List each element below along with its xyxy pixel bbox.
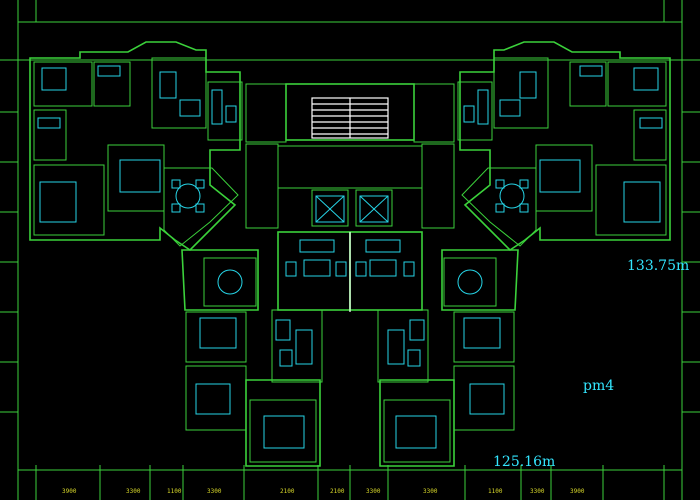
central-core [277, 83, 423, 312]
dimension-label: 2100 [280, 488, 295, 495]
furniture [37, 65, 663, 449]
left-wing-walls [29, 41, 323, 467]
area-label-upper: 133.75m [627, 258, 690, 274]
dimension-label: 3300 [126, 488, 141, 495]
dimension-label: 3300 [366, 488, 381, 495]
dimension-label: 3300 [423, 488, 438, 495]
area-label-lower: 125.16m [493, 454, 556, 470]
dimension-label: 1100 [488, 488, 503, 495]
dimension-label: 2100 [330, 488, 345, 495]
dimension-label: 3900 [62, 488, 77, 495]
dimension-label: 3900 [570, 488, 585, 495]
dimension-label: 3300 [530, 488, 545, 495]
dimension-label: 3300 [207, 488, 222, 495]
plan-code-label: pm4 [583, 378, 615, 394]
dimension-label: 1100 [167, 488, 182, 495]
